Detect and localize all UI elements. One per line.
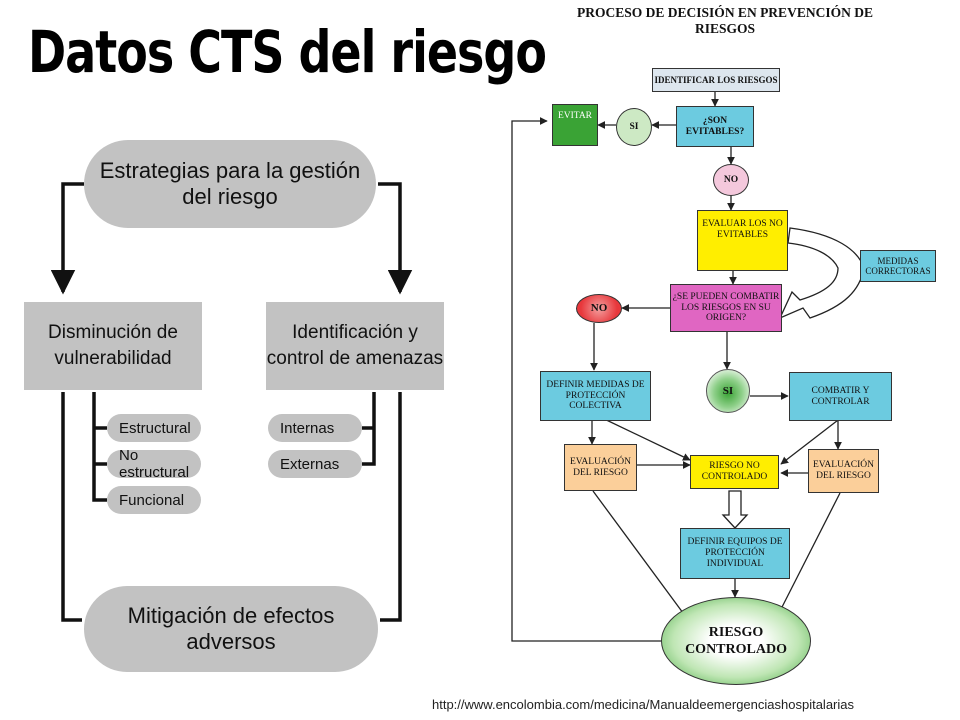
evaluate-unavoidable-node: EVALUAR LOS NO EVITABLES	[697, 210, 788, 271]
left-diagram-connectors	[50, 182, 413, 622]
no-node-1: NO	[713, 164, 749, 196]
item-estructural: Estructural	[107, 414, 201, 442]
combat-control-node: COMBATIR Y CONTROLAR	[789, 372, 892, 421]
risk-evaluation-left-node: EVALUACIÓN DEL RIESGO	[564, 444, 637, 491]
avoid-node: EVITAR	[552, 104, 598, 146]
are-avoidable-node: ¿SON EVITABLES?	[676, 106, 754, 147]
item-funcional: Funcional	[107, 486, 201, 514]
collective-protection-node: DEFINIR MEDIDAS DE PROTECCIÓN COLECTIVA	[540, 371, 651, 421]
corrective-measures-node: MEDIDAS CORRECTORAS	[860, 250, 936, 282]
threat-control-node: Identificación y control de amenazas	[266, 302, 444, 390]
vulnerability-node: Disminución de vulnerabilidad	[24, 302, 202, 390]
source-url[interactable]: http://www.encolombia.com/medicina/Manua…	[432, 697, 854, 712]
individual-protection-node: DEFINIR EQUIPOS DE PROTECCIÓN INDIVIDUAL	[680, 528, 790, 579]
controlled-risk-node: RIESGO CONTROLADO	[661, 597, 811, 685]
flowchart-connectors	[511, 92, 843, 642]
yes-node-1: SI	[616, 108, 652, 146]
risk-evaluation-right-node: EVALUACIÓN DEL RIESGO	[808, 449, 879, 493]
yes-node-2: SI	[706, 369, 750, 413]
no-node-2: NO	[576, 294, 622, 323]
mitigation-node: Mitigación de efectos adversos	[84, 586, 378, 672]
item-externas: Externas	[268, 450, 362, 478]
uncontrolled-risk-node: RIESGO NO CONTROLADO	[690, 455, 779, 489]
flowchart-title-line1: PROCESO DE DECISIÓN EN PREVENCIÓN DE	[577, 5, 873, 20]
down-block-arrow	[721, 490, 749, 529]
identify-risks-node: IDENTIFICAR LOS RIESGOS	[652, 68, 780, 92]
flowchart-title-line2: RIESGOS	[694, 20, 756, 36]
strategies-node: Estrategias para la gestión del riesgo	[84, 140, 376, 228]
curved-block-arrow	[778, 227, 865, 320]
page-title: Datos CTS del riesgo	[28, 18, 547, 86]
item-no-estructural: No estructural	[107, 447, 201, 481]
item-internas: Internas	[268, 414, 362, 442]
can-combat-node: ¿SE PUEDEN COMBATIR LOS RIESGOS EN SU OR…	[670, 284, 782, 332]
flowchart-title: PROCESO DE DECISIÓN EN PREVENCIÓN DE RIE…	[560, 5, 890, 36]
